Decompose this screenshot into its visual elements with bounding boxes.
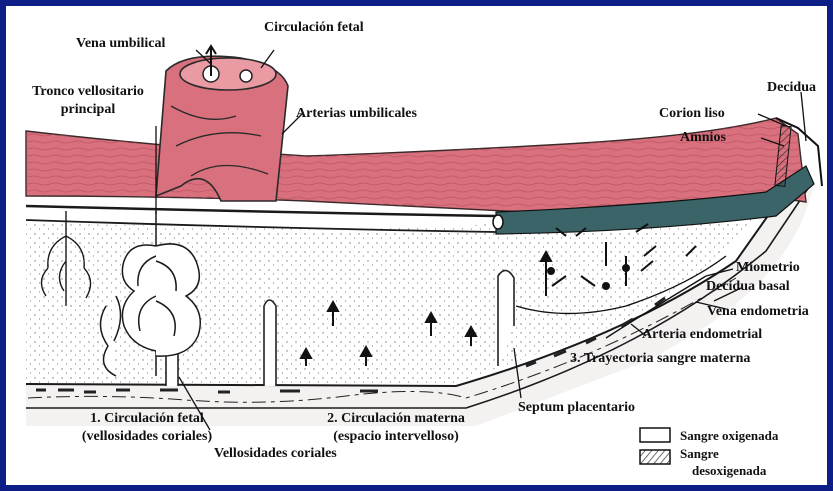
legend-swatch-oxygenated — [640, 428, 670, 442]
label-maternal-circulation-2: 2. Circulación materna — [286, 411, 506, 427]
label-umbilical-arteries: Arterias umbilicales — [296, 106, 417, 122]
label-fetal-circulation-1b: (vellosidades coriales) — [22, 429, 272, 445]
label-fetal-circulation-top: Circulación fetal — [264, 20, 364, 36]
legend-swatch-deoxygenated — [640, 450, 670, 464]
label-decidua-basalis: Decidua basal — [706, 279, 790, 295]
legend-deoxygenated-label-2: desoxigenada — [692, 463, 766, 479]
label-maternal-circulation-2b: (espacio intervelloso) — [286, 429, 506, 445]
label-myometrium: Miometrio — [736, 260, 800, 276]
label-main-stem-villus-2: principal — [18, 102, 158, 118]
label-maternal-blood-path: 3. Trayectoria sangre materna — [570, 351, 750, 367]
label-amnion: Amnios — [680, 130, 726, 146]
label-decidua: Decidua — [767, 80, 816, 96]
label-placental-septum: Septum placentario — [518, 400, 635, 416]
label-umbilical-vein: Vena umbilical — [76, 36, 165, 52]
label-endometrial-vein: Vena endometria — [707, 304, 809, 320]
label-endometrial-artery: Arteria endometrial — [642, 327, 762, 343]
umbilical-artery-lumen — [240, 70, 252, 82]
label-smooth-chorion: Corion liso — [659, 106, 725, 122]
septum-2 — [264, 300, 276, 386]
label-chorionic-villi: Vellosidades coriales — [214, 446, 337, 462]
label-main-stem-villus-1: Tronco vellositario — [18, 84, 158, 100]
legend-oxygenated-label: Sangre oxigenada — [680, 428, 778, 444]
label-fetal-circulation-1: 1. Circulación fetal — [22, 411, 272, 427]
legend-deoxygenated-label-1: Sangre — [680, 446, 719, 462]
